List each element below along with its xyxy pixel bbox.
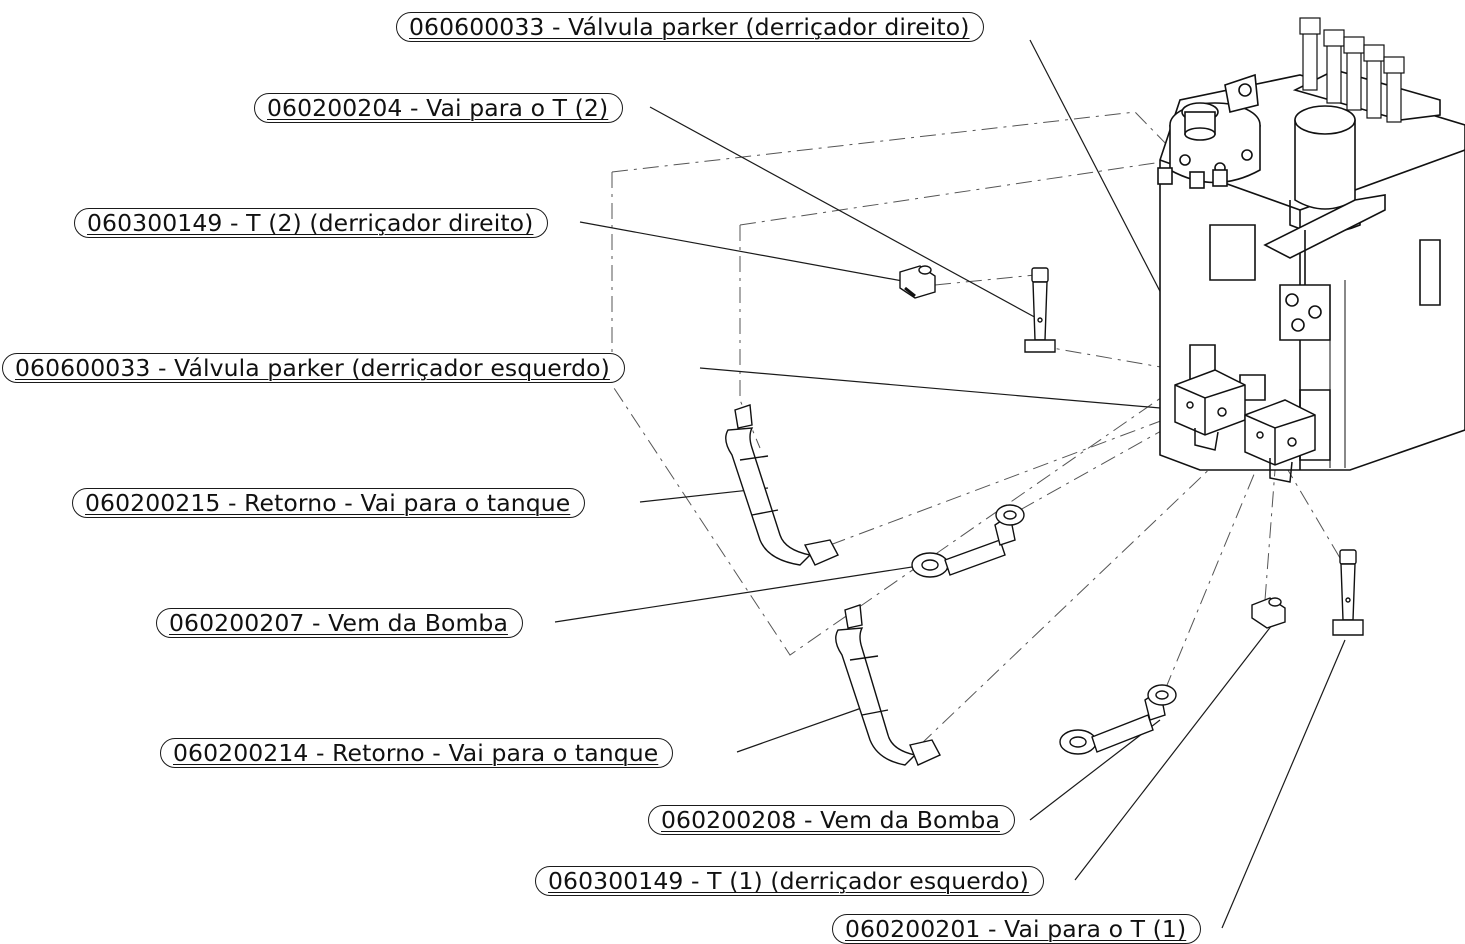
pump-hose-207 [911, 504, 1025, 578]
tee-fitting-1 [1251, 597, 1286, 629]
hydraulic-tank [1157, 17, 1465, 471]
leader-lines [554, 39, 1346, 929]
callout-valve-left: 060600033 - Válvula parker (derriçador e… [2, 353, 625, 383]
return-hose-214 [835, 604, 941, 766]
callout-tee-2: 060300149 - T (2) (derriçador direito) [74, 208, 549, 238]
tee-fitting-2 [899, 265, 936, 299]
valve-left-block [1174, 369, 1246, 451]
callout-return-214: 060200214 - Retorno - Vai para o tanque [160, 738, 674, 768]
callout-pump-207: 060200207 - Vem da Bomba [156, 608, 523, 638]
valve-right-block [1244, 399, 1316, 483]
callout-pump-208: 060200208 - Vem da Bomba [648, 805, 1015, 835]
callout-hose-t2: 060200204 - Vai para o T (2) [254, 93, 624, 123]
hose-060200204 [1024, 267, 1056, 353]
callout-return-215: 060200215 - Retorno - Vai para o tanque [72, 488, 586, 518]
return-hose-215 [725, 404, 839, 566]
hose-060200201 [1332, 549, 1364, 636]
callout-valve-right: 060600033 - Válvula parker (derriçador d… [396, 12, 985, 42]
callout-hose-t1: 060200201 - Vai para o T (1) [832, 914, 1202, 944]
callout-tee-1: 060300149 - T (1) (derriçador esquerdo) [535, 866, 1044, 896]
pump-hose-208 [1059, 684, 1177, 755]
